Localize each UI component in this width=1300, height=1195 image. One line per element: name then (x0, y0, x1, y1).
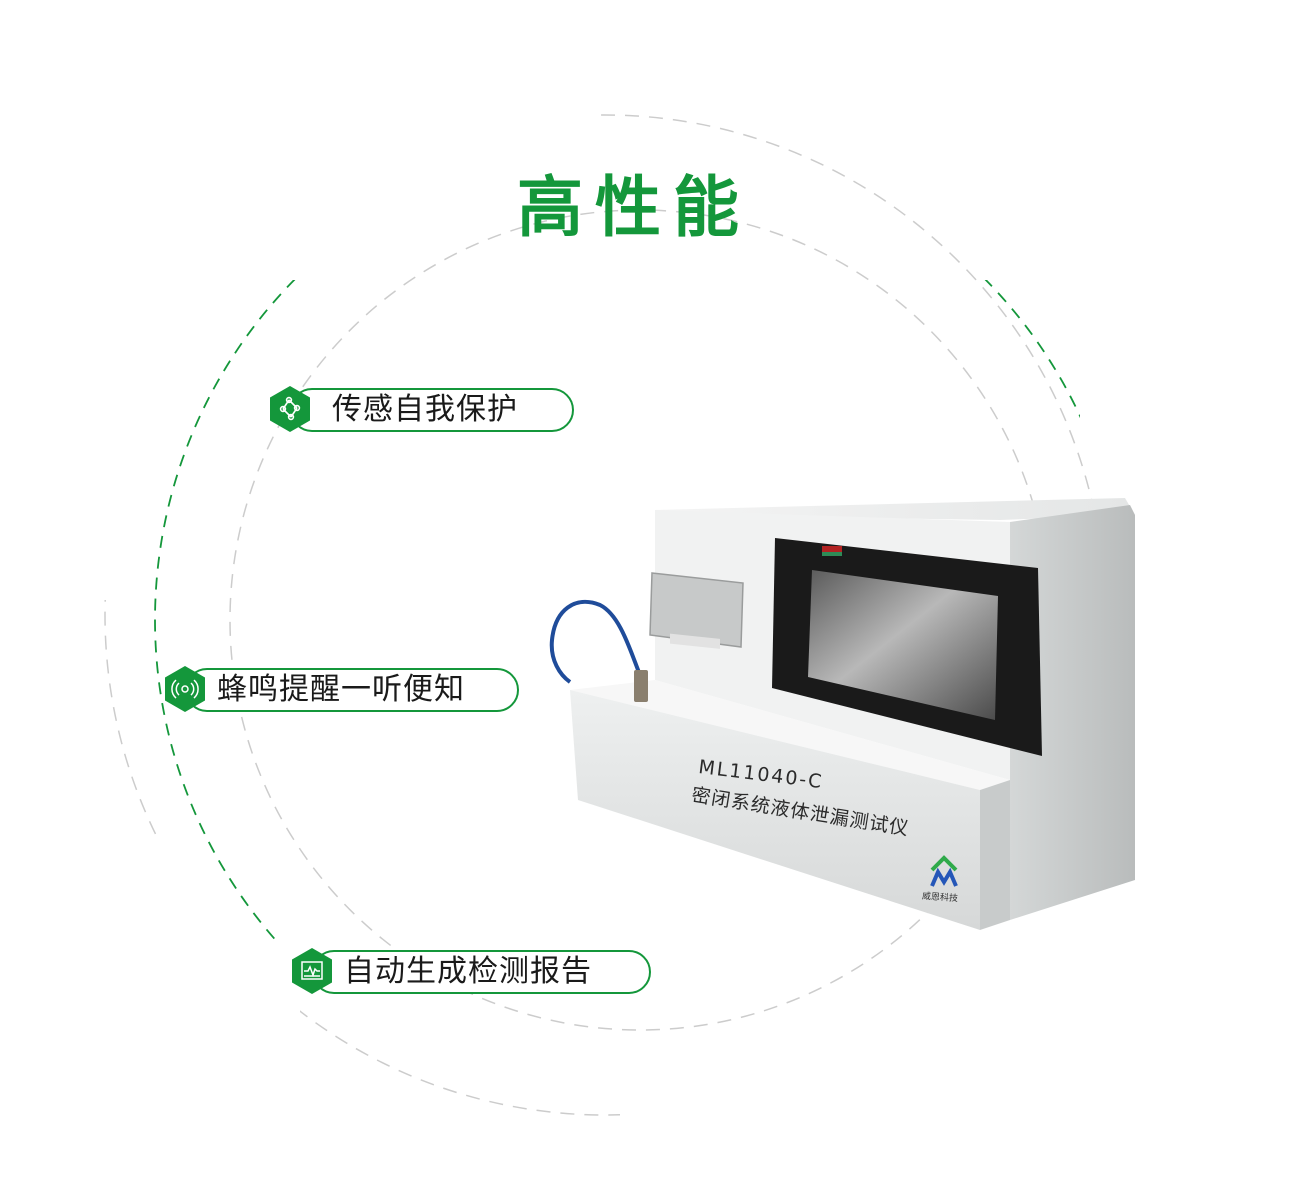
page-title: 高性能 (517, 169, 751, 246)
green-arc (154, 280, 1080, 960)
feature-sensor-protection: 传感自我保护 (270, 386, 575, 432)
sensor-network-icon (270, 386, 310, 432)
feature-buzzer-alert: 蜂鸣提醒一听便知 (165, 666, 520, 712)
feature-auto-report: 自动生成检测报告 (292, 948, 652, 994)
feature-label: 自动生成检测报告 (344, 954, 592, 989)
feature-label: 蜂鸣提醒一听便知 (217, 672, 465, 707)
feature-pill (290, 388, 574, 432)
feature-label: 传感自我保护 (332, 392, 518, 427)
feature-pill (312, 950, 651, 994)
report-monitor-icon (292, 948, 332, 994)
brand-name-label: 威恩科技 (921, 891, 959, 905)
leak-tester-device-image (549, 498, 1135, 930)
outer-gray-arc (104, 114, 1100, 1116)
feature-pill (185, 668, 519, 712)
buzzer-signal-icon (165, 666, 205, 712)
brand-logo-icon (930, 855, 958, 887)
